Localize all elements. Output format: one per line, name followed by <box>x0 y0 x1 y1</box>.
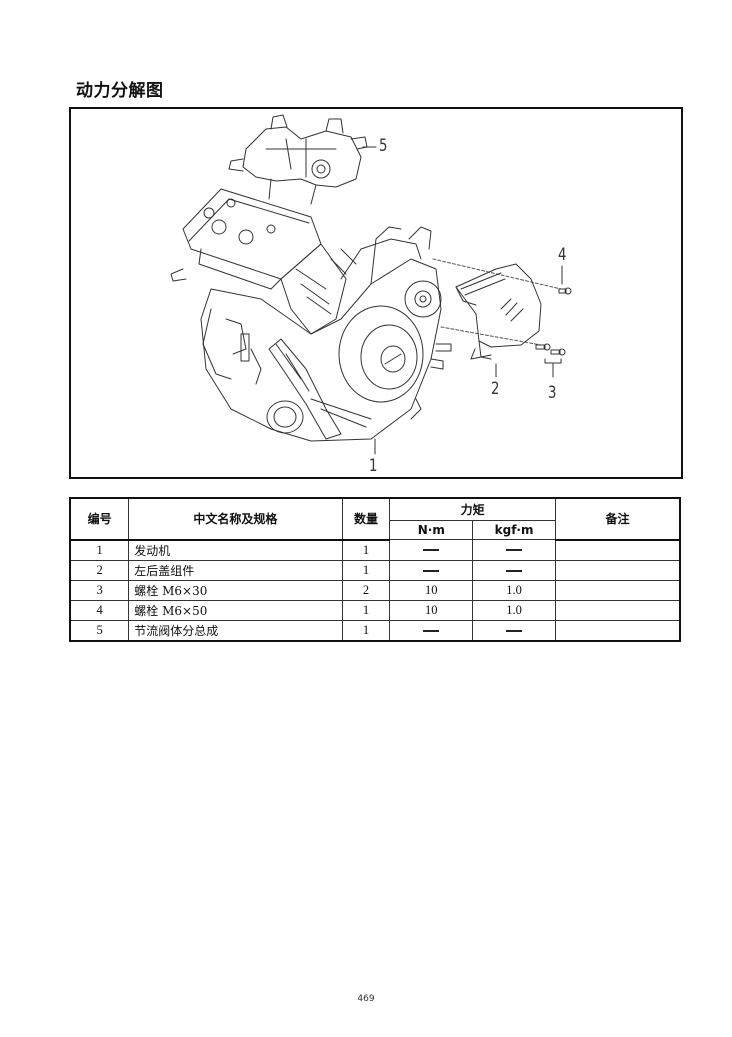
exploded-diagram-frame: 5 4 2 3 1 <box>69 107 683 479</box>
callout-3: 3 <box>548 383 557 403</box>
left-rear-cover-drawing <box>455 263 542 360</box>
cell-torque-kgfm: 1.0 <box>472 579 556 601</box>
cell-torque-nm <box>389 539 474 561</box>
dash-mark <box>423 629 440 632</box>
header-torque-kgfm: kgf·m <box>472 520 556 540</box>
header-name: 中文名称及规格 <box>128 497 343 541</box>
header-torque: 力矩 <box>389 497 556 521</box>
cell-remarks <box>554 619 681 641</box>
table-row: 4 螺栓 M6×50 1 10 1.0 <box>69 599 681 621</box>
cell-number: 1 <box>69 539 130 561</box>
cell-torque-kgfm <box>472 539 556 561</box>
cell-name: 螺栓 M6×50 <box>128 599 343 621</box>
callout-1: 1 <box>369 456 378 476</box>
callout-4: 4 <box>558 245 567 265</box>
cell-quantity: 1 <box>341 559 391 581</box>
cell-name: 左后盖组件 <box>128 559 343 581</box>
header-torque-nm: N·m <box>389 520 474 540</box>
assembly-guide-lines <box>432 258 562 346</box>
callout-5: 5 <box>379 136 388 156</box>
cell-quantity: 2 <box>341 579 391 601</box>
cell-name: 螺栓 M6×30 <box>128 579 343 601</box>
table-row: 1 发动机 1 <box>69 539 681 561</box>
cell-remarks <box>554 599 681 621</box>
cell-number: 5 <box>69 619 130 641</box>
table-row: 5 节流阀体分总成 1 <box>69 619 681 641</box>
cell-quantity: 1 <box>341 599 391 621</box>
dash-mark <box>506 569 523 572</box>
dash-mark <box>506 629 523 632</box>
engine-drawing <box>170 188 452 442</box>
cell-torque-kgfm <box>472 619 556 641</box>
cell-name: 发动机 <box>128 539 343 561</box>
engine-exploded-diagram <box>170 114 572 455</box>
parts-table: 编号 中文名称及规格 数量 力矩 备注 N·m kgf·m 1 发动机 1 2 … <box>69 497 681 642</box>
header-number: 编号 <box>69 497 130 541</box>
cell-remarks <box>554 539 681 561</box>
dash-mark <box>423 569 440 572</box>
table-row: 2 左后盖组件 1 <box>69 559 681 581</box>
cell-number: 3 <box>69 579 130 601</box>
cell-torque-nm: 10 <box>389 579 474 601</box>
dash-mark <box>506 549 523 552</box>
cell-torque-nm <box>389 559 474 581</box>
cell-name: 节流阀体分总成 <box>128 619 343 641</box>
cell-quantity: 1 <box>341 539 391 561</box>
cell-remarks <box>554 559 681 581</box>
throttle-body-drawing <box>228 114 368 205</box>
cell-number: 2 <box>69 559 130 581</box>
cell-torque-kgfm: 1.0 <box>472 599 556 621</box>
cell-quantity: 1 <box>341 619 391 641</box>
cell-torque-kgfm <box>472 559 556 581</box>
callout-2: 2 <box>491 379 500 399</box>
header-quantity: 数量 <box>341 497 391 541</box>
page-title: 动力分解图 <box>76 81 164 101</box>
dash-mark <box>423 549 440 552</box>
table-row: 3 螺栓 M6×30 2 10 1.0 <box>69 579 681 601</box>
cell-number: 4 <box>69 599 130 621</box>
bolt-m6x50-drawing <box>558 287 572 295</box>
header-remarks: 备注 <box>554 497 681 541</box>
cell-torque-nm <box>389 619 474 641</box>
page-number: 469 <box>357 994 375 1004</box>
cell-torque-nm: 10 <box>389 599 474 621</box>
bolts-m6x30-drawing <box>535 343 566 364</box>
cell-remarks <box>554 579 681 601</box>
